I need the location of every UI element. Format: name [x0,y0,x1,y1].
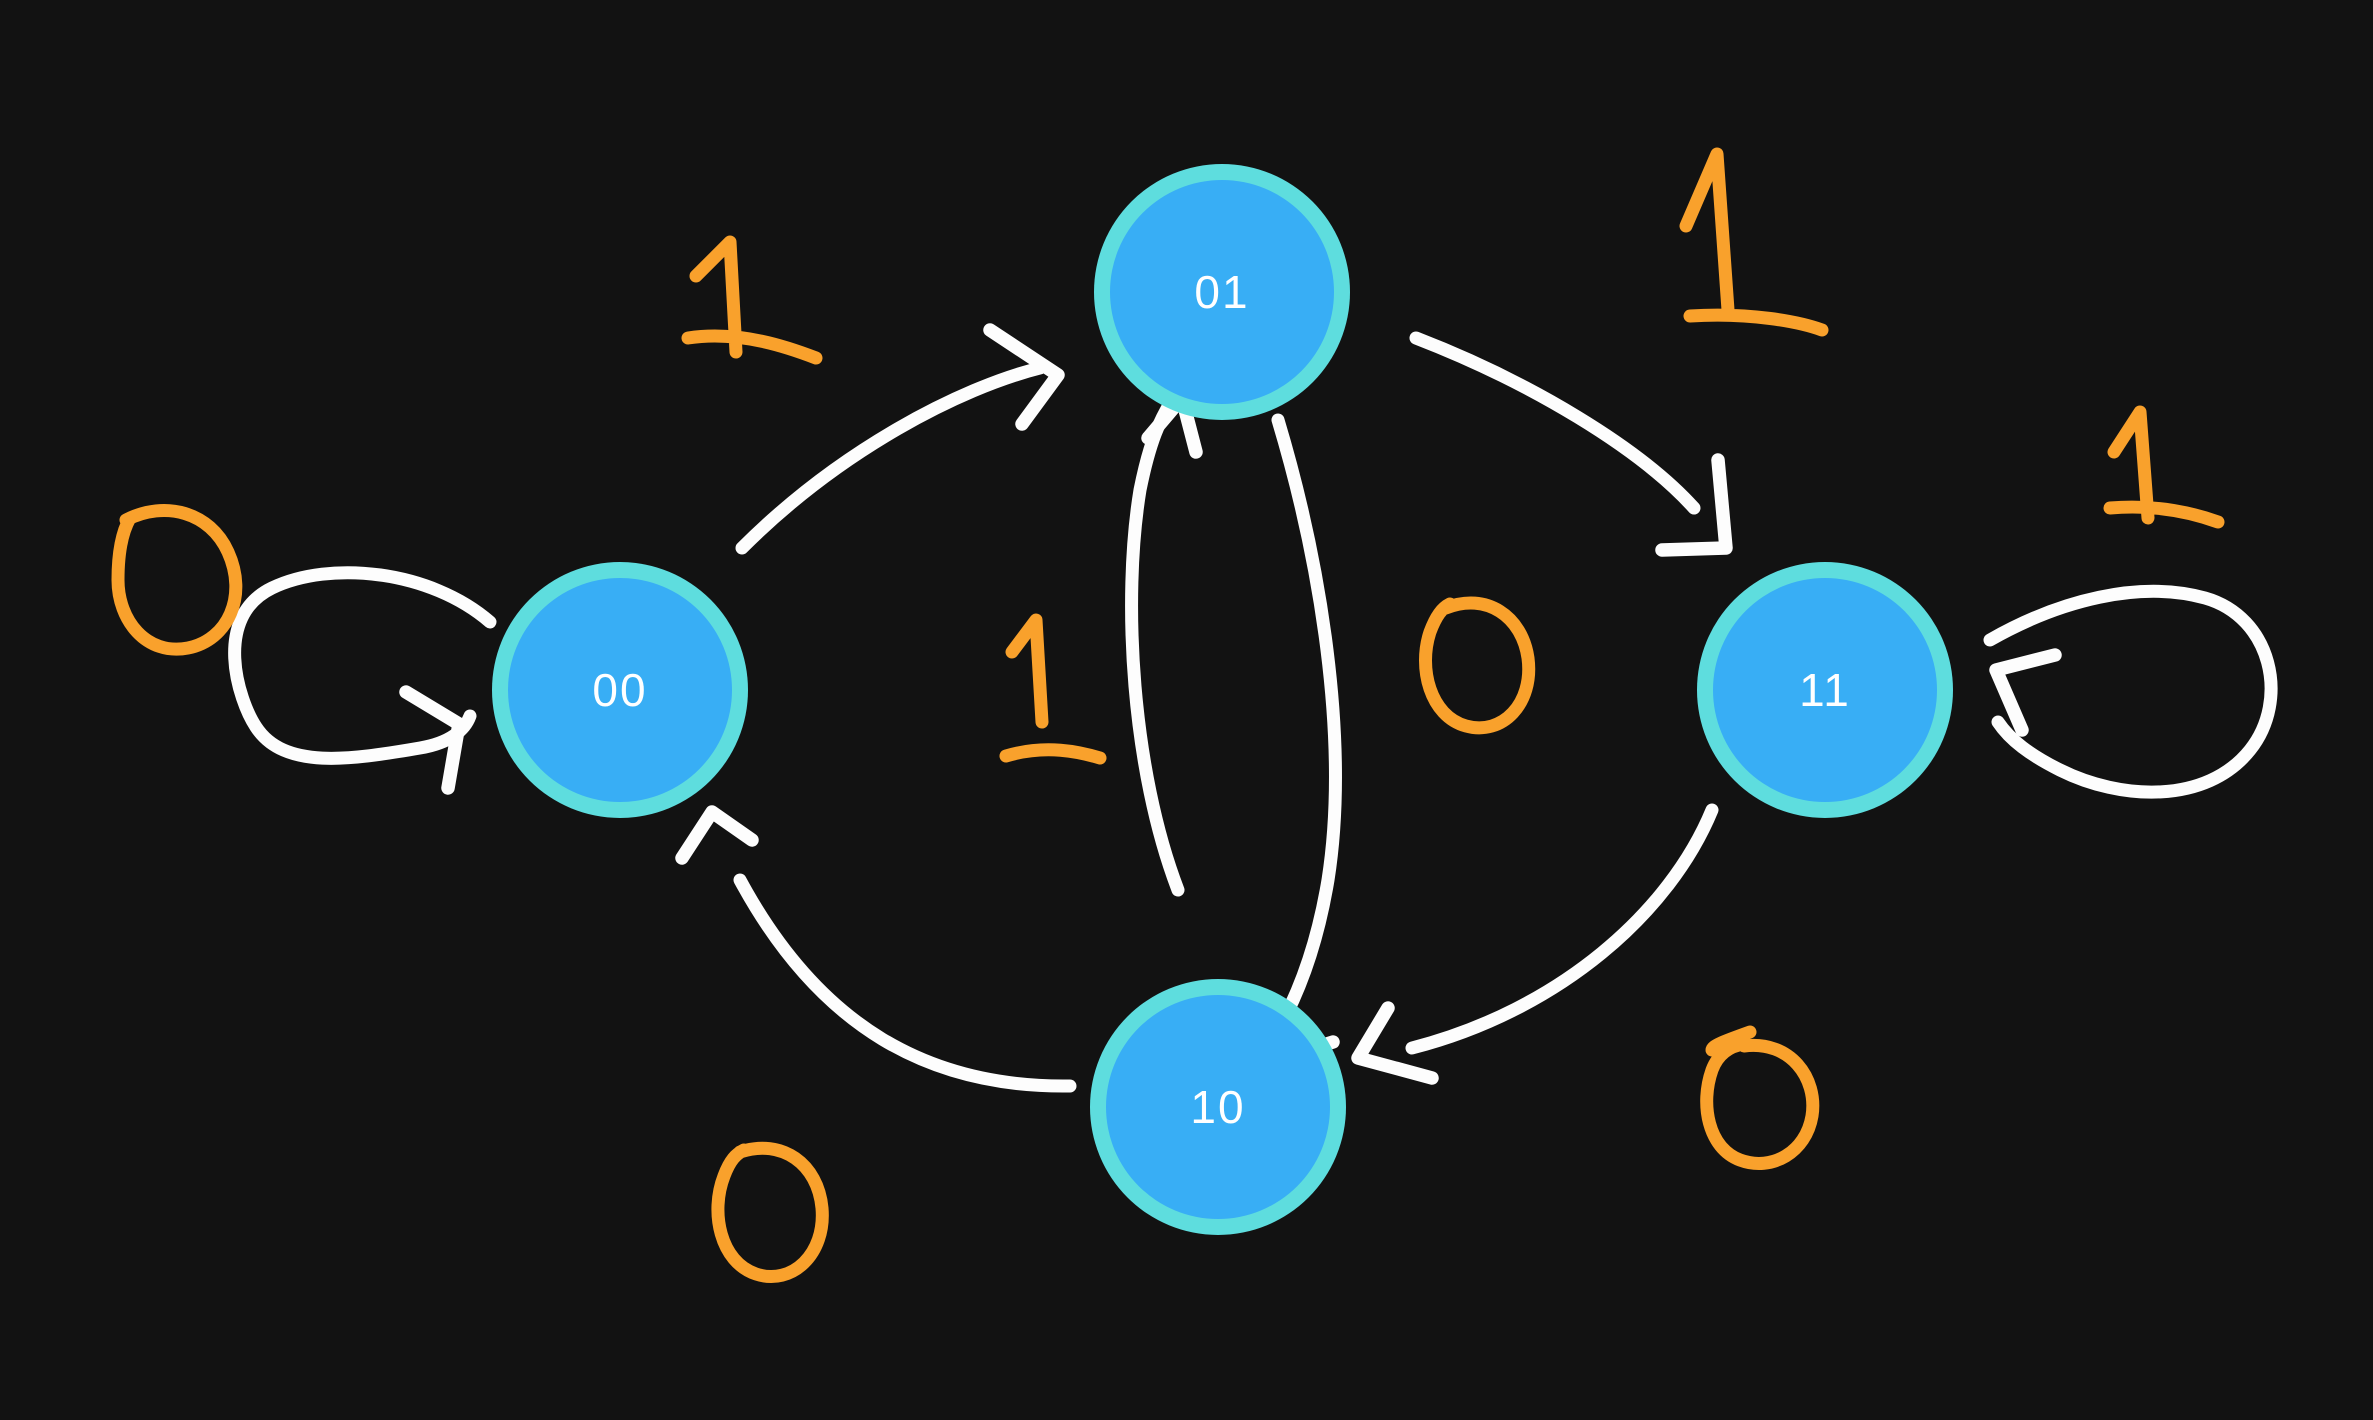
edge-00-to-00[interactable] [228,566,497,795]
edge-path-11-10 [1405,803,1719,1055]
state-node-11[interactable]: 11 [1697,562,1953,818]
arrowhead-10-00 [675,805,759,865]
edge-label-00-self [111,504,243,656]
edge-label-10-00 [711,1141,829,1283]
state-node-00[interactable]: 00 [492,562,748,818]
glyph-zero [1419,596,1536,735]
glyph-one [681,235,823,365]
edge-11-to-10[interactable] [1351,803,1719,1085]
edge-path-10-01 [1125,393,1185,897]
edge-10-to-01[interactable] [1125,391,1203,897]
edge-label-01-10 [1419,596,1536,735]
edge-10-to-00[interactable] [675,805,1077,1093]
node-fill-10 [1106,995,1330,1219]
edge-label-01-11 [1679,147,1829,337]
glyph-one [999,613,1107,765]
edge-path-01-10 [1271,413,1342,1037]
arrowhead-00-01 [983,323,1065,431]
edge-label-11-self [2103,405,2225,529]
arrowhead-11-10 [1351,1001,1439,1085]
edge-label-00-01 [681,235,823,365]
arrowhead-00-self [399,685,466,795]
glyph-zero [711,1141,829,1283]
state-node-01[interactable]: 01 [1094,164,1350,420]
edge-01-to-11[interactable] [1409,331,1733,557]
edge-path-00-self [228,566,497,765]
node-fill-11 [1713,578,1937,802]
arrowhead-01-11 [1655,453,1733,557]
node-fill-00 [508,578,732,802]
edge-label-11-10 [1700,1025,1820,1170]
edge-label-10-01 [999,613,1107,765]
state-node-10[interactable]: 10 [1090,979,1346,1235]
glyph-one [1679,147,1829,337]
node-fill-01 [1110,180,1334,404]
arrowhead-11-self [1989,648,2062,737]
glyph-zero [1700,1025,1820,1170]
edge-path-00-01 [735,361,1047,555]
edge-path-10-00 [733,873,1077,1093]
edge-11-to-11[interactable] [1983,584,2278,799]
edge-path-01-11 [1409,331,1701,515]
glyph-one [2103,405,2225,529]
edge-00-to-01[interactable] [735,323,1065,555]
edge-01-to-10[interactable] [1246,413,1342,1067]
glyph-zero [111,504,243,656]
edge-path-11-self [1983,584,2278,799]
